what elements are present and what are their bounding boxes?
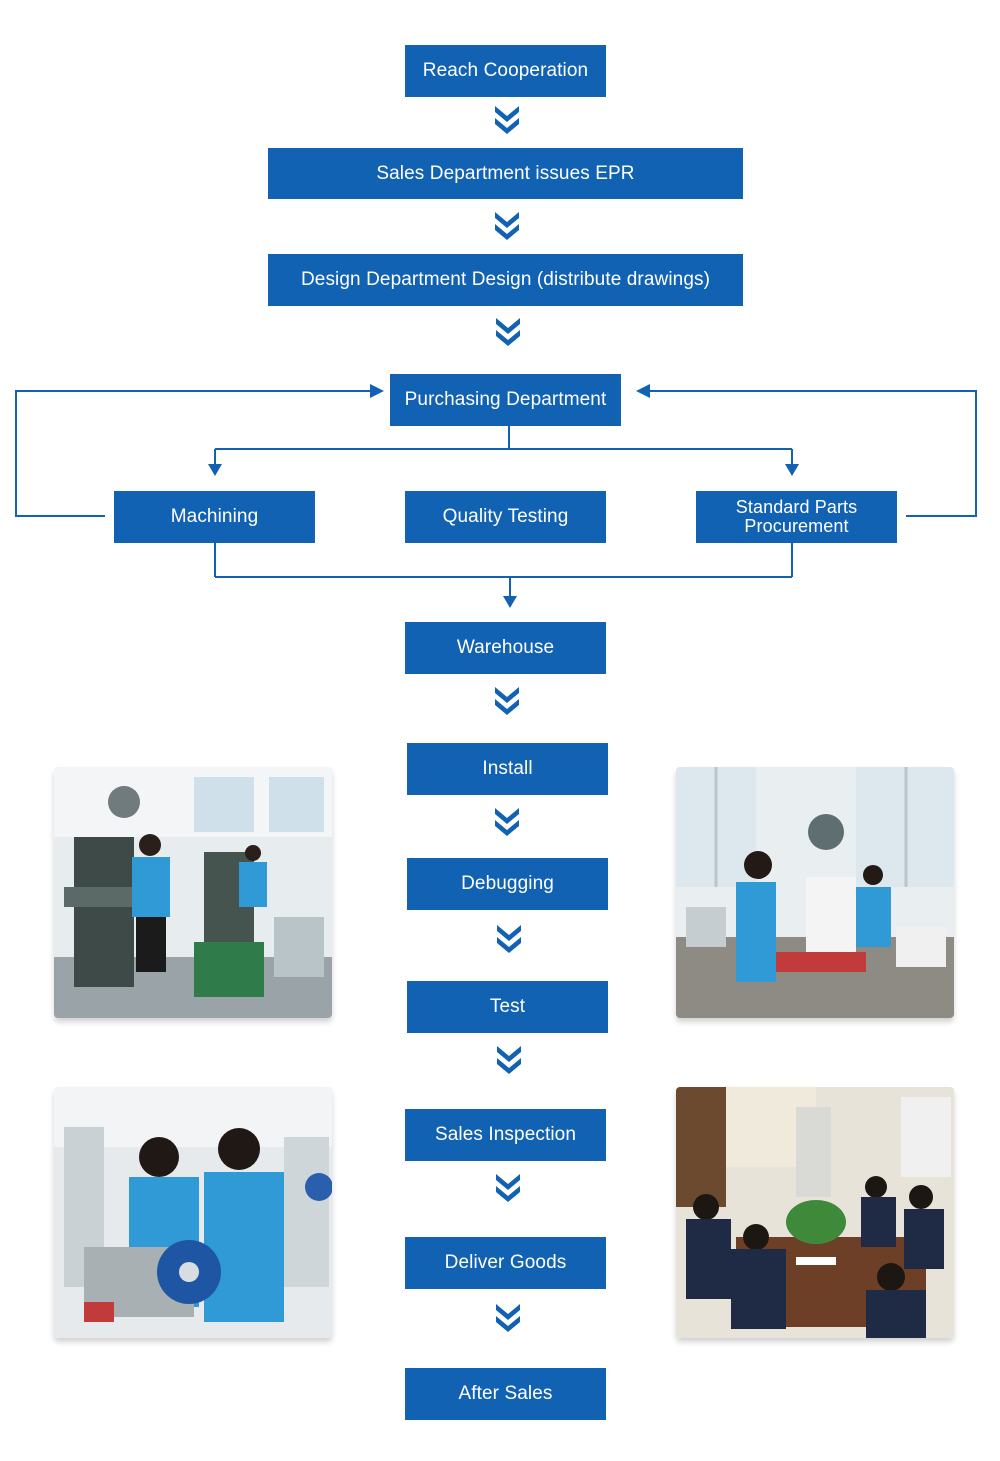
debugging-box: Debugging — [407, 858, 608, 910]
triangle-arrowhead-icon — [370, 384, 384, 398]
double-chevron-down-icon — [497, 925, 521, 953]
standard-parts-label-line1: Standard Parts — [735, 497, 858, 517]
merge-to-warehouse-lines — [214, 543, 793, 597]
standard-parts-label-line2: Procurement — [744, 516, 849, 536]
double-chevron-down-icon — [496, 1304, 520, 1332]
purchasing-box: Purchasing Department — [390, 374, 621, 426]
sales-inspection-label: Sales Inspection — [434, 1124, 577, 1145]
purchasing-branch-lines — [214, 426, 793, 465]
after-sales-label: After Sales — [458, 1383, 553, 1404]
test-box: Test — [407, 981, 608, 1033]
install-box: Install — [407, 743, 608, 795]
double-chevron-down-icon — [495, 808, 519, 836]
triangle-arrowhead-icon — [636, 384, 650, 398]
machining-feedback-line — [15, 390, 372, 517]
test-label: Test — [489, 996, 526, 1017]
double-chevron-down-icon — [495, 687, 519, 715]
debugging-label: Debugging — [461, 873, 554, 894]
machining-box: Machining — [114, 491, 315, 543]
warehouse-box: Warehouse — [405, 622, 606, 674]
triangle-arrowhead-icon — [208, 464, 222, 476]
machining-label: Machining — [170, 506, 259, 527]
sales-epr-label: Sales Department issues EPR — [376, 162, 635, 184]
design-label: Design Department Design (distribute dra… — [300, 269, 711, 290]
quality-testing-box: Quality Testing — [405, 491, 606, 543]
deliver-goods-label: Deliver Goods — [444, 1252, 567, 1273]
design-box: Design Department Design (distribute dra… — [268, 254, 743, 306]
double-chevron-down-icon — [497, 1046, 521, 1074]
assembly-workbench-photo — [676, 767, 954, 1018]
deliver-goods-box: Deliver Goods — [405, 1237, 606, 1289]
sales-epr-box: Sales Department issues EPR — [268, 148, 743, 199]
triangle-arrowhead-icon — [785, 464, 799, 476]
triangle-arrowhead-icon — [503, 596, 517, 608]
after-sales-box: After Sales — [405, 1368, 606, 1420]
purchasing-label: Purchasing Department — [404, 389, 607, 410]
team-meeting-photo — [676, 1087, 954, 1338]
machine-assembly-workers-photo — [54, 1087, 332, 1338]
sales-inspection-box: Sales Inspection — [405, 1109, 606, 1161]
double-chevron-down-icon — [495, 212, 519, 240]
standard-parts-feedback-line — [648, 390, 977, 517]
warehouse-label: Warehouse — [456, 637, 555, 658]
double-chevron-down-icon — [495, 106, 519, 134]
standard-parts-box: Standard Parts Procurement — [696, 491, 897, 543]
install-label: Install — [482, 758, 533, 779]
double-chevron-down-icon — [496, 1174, 520, 1202]
reach-cooperation-label: Reach Cooperation — [422, 60, 589, 81]
quality-testing-label: Quality Testing — [442, 506, 569, 527]
workshop-milling-machines-photo — [54, 767, 332, 1018]
double-chevron-down-icon — [496, 318, 520, 346]
reach-cooperation-box: Reach Cooperation — [405, 45, 606, 97]
